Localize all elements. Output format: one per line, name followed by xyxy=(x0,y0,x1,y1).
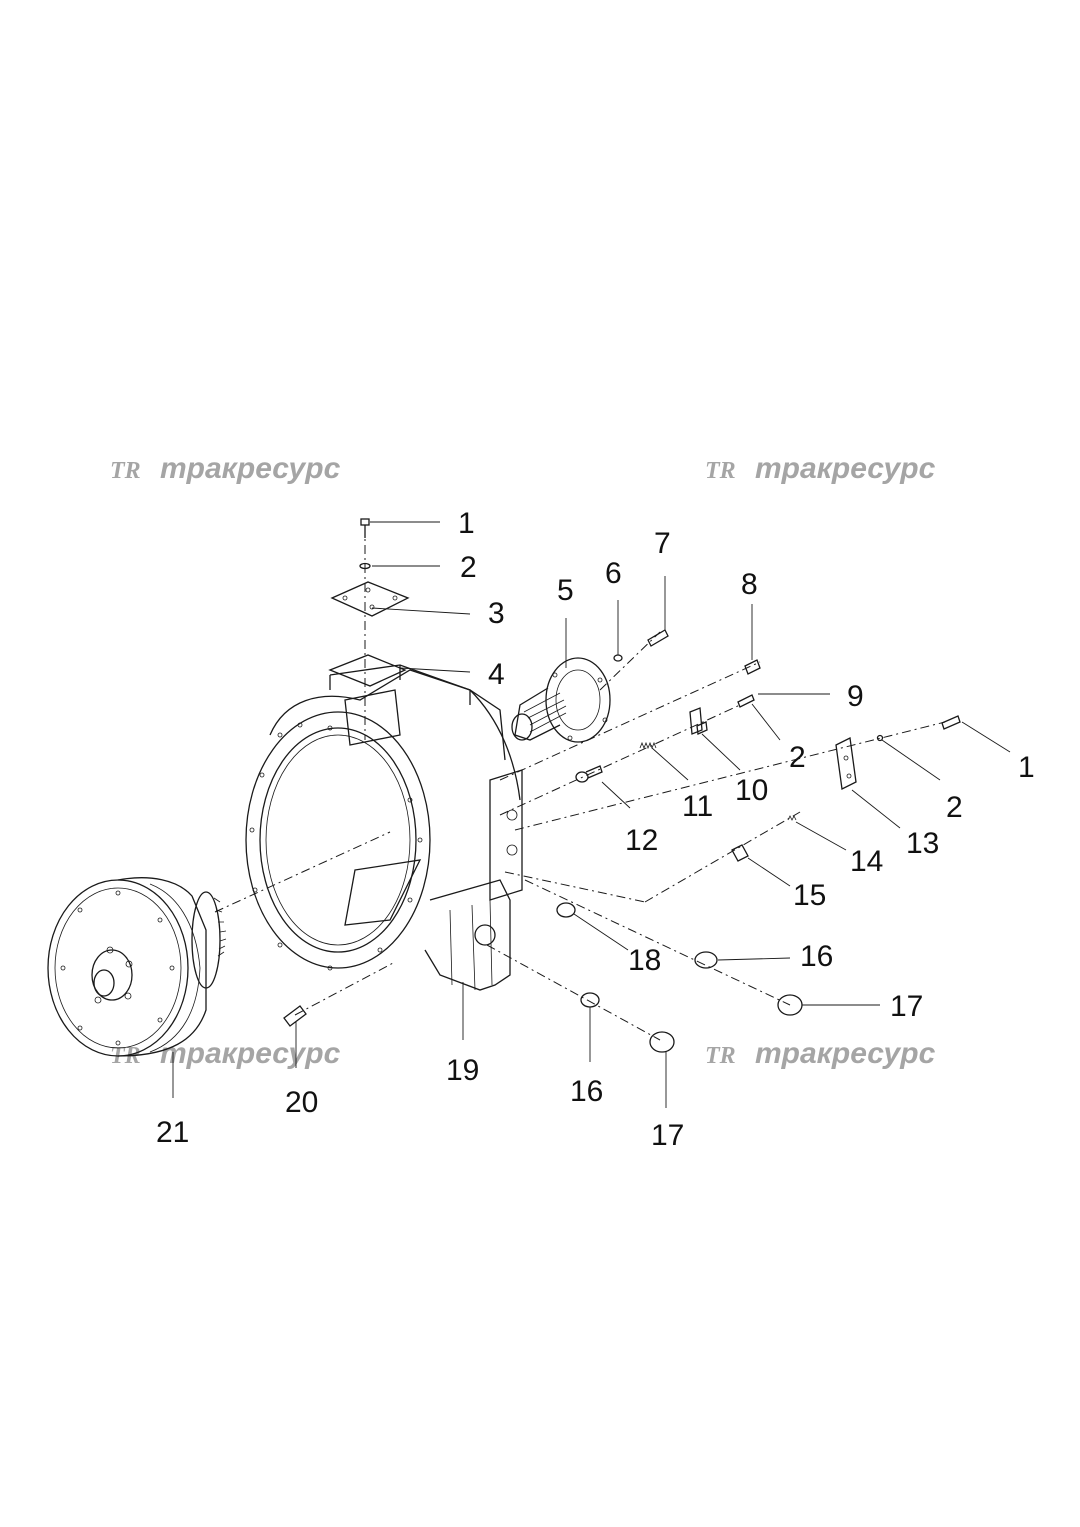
watermark-text: тракресурс xyxy=(755,452,936,485)
assembly-axes xyxy=(214,526,946,1041)
callout-label: 1 xyxy=(1018,751,1035,784)
callout-label: 16 xyxy=(570,1075,603,1108)
callout-label: 3 xyxy=(488,597,505,630)
watermark-top-left: TR тракресурс xyxy=(110,452,341,485)
callout-label: 5 xyxy=(557,574,574,607)
callout-label: 14 xyxy=(850,845,883,878)
watermark-logo: TR xyxy=(705,458,736,484)
callout-label: 7 xyxy=(654,527,671,560)
watermark-logo: TR xyxy=(705,1043,736,1069)
callout-label: 8 xyxy=(741,568,758,601)
watermark-bottom-left: TR тракресурс xyxy=(110,1037,341,1070)
callout-label: 17 xyxy=(651,1119,684,1152)
callout-label: 1 xyxy=(458,507,475,540)
gasket-4 xyxy=(328,654,407,687)
watermark-top-right: TR тракресурс xyxy=(705,452,936,485)
torque-converter xyxy=(47,877,227,1057)
plug-12 xyxy=(575,765,603,783)
o-ring-16-right xyxy=(694,951,718,969)
watermark-logo: TR xyxy=(110,458,141,484)
callout-label: 21 xyxy=(156,1116,189,1149)
callout-label: 2 xyxy=(789,741,806,774)
callout-label: 12 xyxy=(625,824,658,857)
fitting-8 xyxy=(744,659,761,675)
callout-label: 2 xyxy=(946,791,963,824)
shaft-flange-5 xyxy=(511,657,611,743)
washer-2-right xyxy=(876,734,884,742)
bolt-9 xyxy=(737,694,755,708)
callout-label: 2 xyxy=(460,551,477,584)
watermark-text: тракресурс xyxy=(755,1037,936,1070)
callout-label: 10 xyxy=(735,774,768,807)
leader-lines xyxy=(172,521,1011,1108)
watermark-text: тракресурс xyxy=(160,452,341,485)
callout-label: 4 xyxy=(488,658,505,691)
callout-label: 18 xyxy=(628,944,661,977)
callout-numbers: 1 2 3 4 5 6 7 8 9 2 1 10 2 11 13 12 14 1… xyxy=(156,507,1035,1152)
plug-17-bottom xyxy=(649,1031,675,1053)
bracket-10 xyxy=(689,707,708,735)
callout-label: 16 xyxy=(800,940,833,973)
fitting-20 xyxy=(283,1005,307,1027)
plug-18 xyxy=(556,902,576,918)
spring-14 xyxy=(787,815,797,821)
callout-label: 15 xyxy=(793,879,826,912)
callout-label: 20 xyxy=(285,1086,318,1119)
callout-label: 11 xyxy=(682,790,713,823)
washer-6 xyxy=(613,654,623,662)
transmission-housing xyxy=(245,664,523,991)
callout-label: 19 xyxy=(446,1054,479,1087)
spring-11 xyxy=(639,741,657,750)
o-ring-16-bottom xyxy=(580,992,600,1008)
watermark-bottom-right: TR тракресурс xyxy=(705,1037,936,1070)
callout-label: 6 xyxy=(605,557,622,590)
callout-label: 17 xyxy=(890,990,923,1023)
watermark-text: тракресурс xyxy=(160,1037,341,1070)
cover-plate-3 xyxy=(330,581,410,617)
bolt-7 xyxy=(647,629,669,647)
callout-label: 13 xyxy=(906,827,939,860)
callout-label: 9 xyxy=(847,680,864,713)
bolt-1-right xyxy=(941,715,961,730)
plate-13 xyxy=(835,737,857,790)
sensor-15 xyxy=(731,844,749,862)
bolt-1-top xyxy=(360,518,370,538)
washer-2-top xyxy=(359,562,371,570)
